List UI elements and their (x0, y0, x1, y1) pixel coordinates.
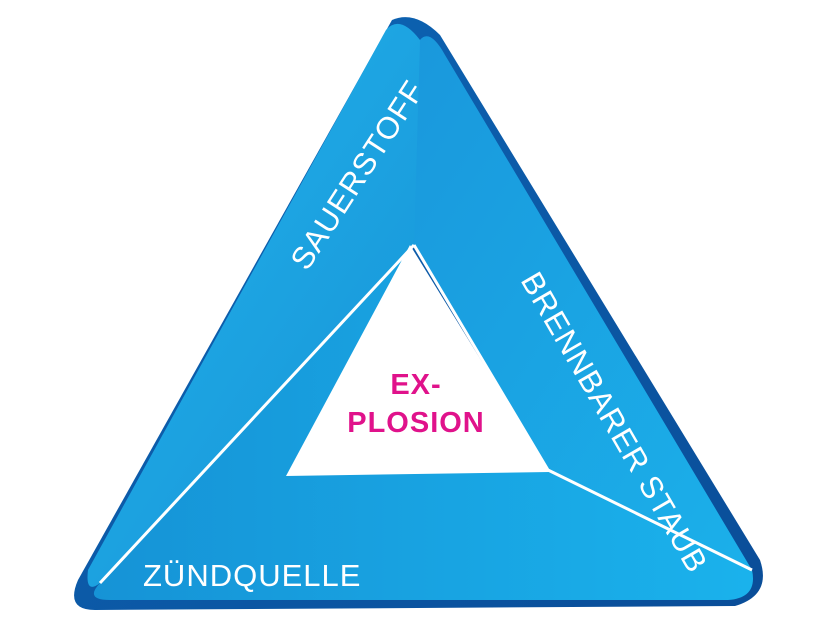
panel-sauerstoff (87, 23, 470, 587)
center-label-line1: EX- (390, 369, 441, 401)
center-label-line2: PLOSION (347, 407, 485, 439)
panel-brennbarer-staub (414, 36, 752, 571)
separator-lines (98, 243, 753, 585)
inner-triangle (286, 245, 550, 476)
panel-zuendquelle (93, 245, 753, 600)
label-zuendquelle: ZÜNDQUELLE (143, 558, 361, 593)
